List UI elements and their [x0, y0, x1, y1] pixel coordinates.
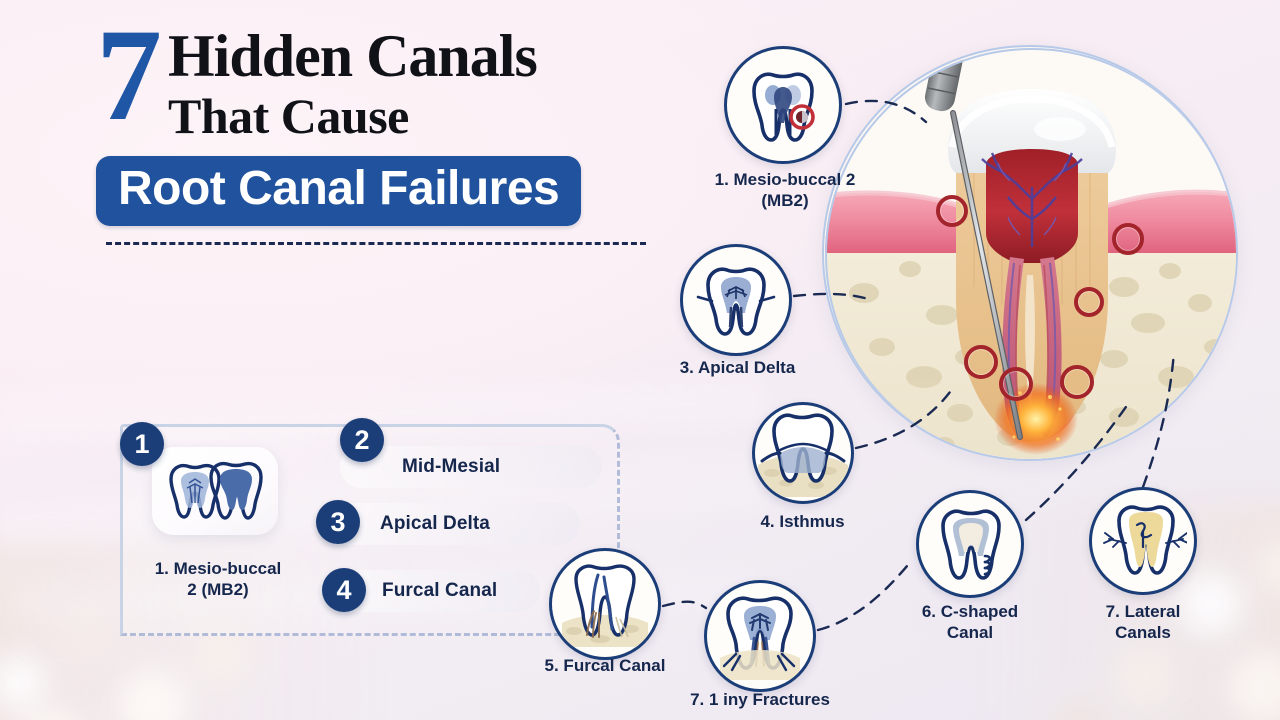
molar-furcal-icon: [562, 564, 648, 647]
caption-4-line-1: 4. Isthmus: [760, 512, 845, 531]
list-badge-1: 1: [120, 422, 164, 466]
caption-1-line-2: (MB2): [761, 190, 809, 210]
canal-marker-4: [964, 345, 998, 379]
mesio-buccal-card[interactable]: [152, 447, 278, 535]
list-row-mid-mesial[interactable]: Mid-Mesial: [340, 446, 602, 488]
caption-isthmus: 4. Isthmus: [700, 512, 905, 533]
caption-6-line-2: Canal: [946, 622, 994, 642]
headline-line-1: Hidden Canals: [168, 23, 538, 89]
caption-7t-line-1: 7. 1 iny Fractures: [690, 690, 830, 709]
caption-lateral-canals: 7. Lateral Canals: [1068, 602, 1218, 643]
list-row-apical-delta[interactable]: Apical Delta: [318, 503, 580, 545]
card-caption-line-2: 2 (MB2): [187, 580, 249, 600]
connector-panel-hero: [600, 372, 742, 430]
tooth-cross-section-svg: [825, 48, 1236, 459]
double-molar-icon: [169, 461, 263, 520]
canal-marker-3: [1074, 287, 1104, 317]
list-badge-2: 2: [340, 418, 384, 462]
molar-fracture-icon: [720, 596, 800, 680]
circle-c-shaped-canal[interactable]: [916, 490, 1024, 598]
hero-tooth-illustration: [822, 45, 1238, 461]
circle-isthmus[interactable]: [752, 402, 854, 504]
list-badge-3: 3: [316, 500, 360, 544]
circle-furcal-canal[interactable]: [549, 548, 661, 660]
circle-tiny-fractures[interactable]: [704, 580, 816, 692]
caption-furcal-canal: 5. Furcal Canal: [495, 656, 715, 677]
circle-lateral-canals[interactable]: [1089, 487, 1197, 595]
caption-7l-line-1: 7. Lateral: [1105, 602, 1181, 621]
caption-c-shaped-canal: 6. C-shaped Canal: [895, 602, 1045, 643]
title-banner-text: Root Canal Failures: [118, 162, 560, 216]
caption-1-line-1: 1. Mesio-buccal 2: [714, 170, 856, 189]
molar-apical-delta-icon: [696, 267, 776, 336]
mesio-buccal-card-caption: 1. Mesio-buccal 2 (MB2): [128, 558, 308, 601]
caption-tiny-fractures: 7. 1 iny Fractures: [650, 690, 870, 711]
canal-marker-2: [1112, 223, 1144, 255]
canal-marker-5: [999, 367, 1033, 401]
headline-line-2: That Cause: [168, 88, 409, 145]
title-divider: [106, 242, 646, 246]
list-badge-4: 4: [322, 568, 366, 612]
molar-isthmus-icon: [758, 413, 848, 497]
canal-marker-1: [936, 195, 968, 227]
caption-3-line-1: 3. Apical Delta: [679, 358, 796, 377]
title-banner: Root Canal Failures: [96, 156, 582, 227]
caption-apical-delta: 3. Apical Delta: [630, 358, 845, 379]
caption-6-line-1: 6. C-shaped: [921, 602, 1019, 621]
canal-marker-6: [1060, 365, 1094, 399]
list-row-label-4: Furcal Canal: [382, 580, 498, 601]
molar-mb2-icon: [752, 72, 815, 142]
list-row-label-3: Apical Delta: [380, 513, 490, 534]
circle-apical-delta[interactable]: [680, 244, 792, 356]
caption-7l-line-2: Canals: [1115, 622, 1171, 642]
header-block: 7 Hidden Canals That Cause Root Canal Fa…: [96, 1, 716, 246]
list-row-label-2: Mid-Mesial: [402, 456, 501, 477]
molar-c-shaped-icon: [941, 509, 1001, 580]
connector-5: [661, 600, 708, 610]
caption-5-line-1: 5. Furcal Canal: [544, 656, 666, 675]
circle-mesio-buccal-2[interactable]: [724, 46, 842, 164]
caption-mesio-buccal-2: 1. Mesio-buccal 2 (MB2): [660, 170, 910, 211]
headline-number: 7: [96, 1, 162, 148]
molar-lateral-icon: [1103, 505, 1187, 575]
card-caption-line-1: 1. Mesio-buccal: [154, 559, 282, 578]
